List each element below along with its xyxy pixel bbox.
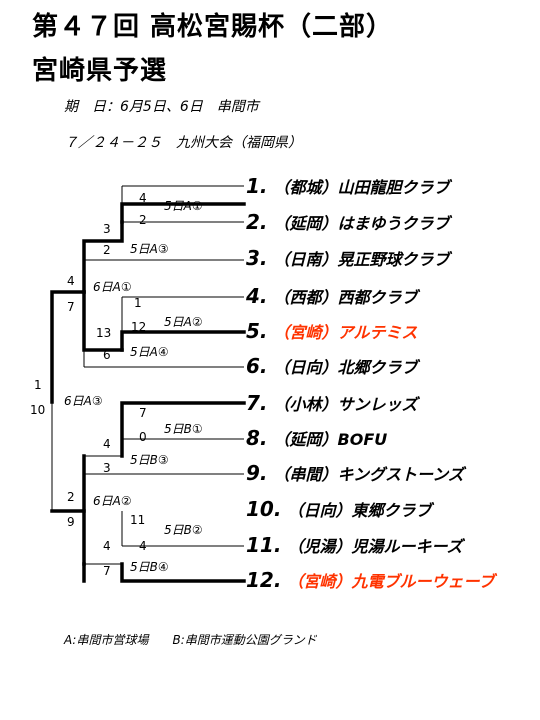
score-top: 4 bbox=[139, 191, 147, 205]
score-bottom: 6 bbox=[103, 348, 111, 362]
match-label: 5日A② bbox=[164, 315, 203, 329]
match-label: 5日B① bbox=[164, 422, 203, 436]
team-seed: 11. bbox=[246, 533, 282, 557]
score-top: 11 bbox=[130, 513, 146, 527]
team-name: （西都）西都クラブ bbox=[273, 288, 418, 307]
team-seed: 9. bbox=[246, 461, 268, 485]
team-name: （串間）キングストーンズ bbox=[273, 465, 464, 484]
team-row: 3. （日南）晃正野球クラブ bbox=[246, 246, 450, 270]
match-label: 6日A② bbox=[93, 494, 132, 508]
match-label: 5日B③ bbox=[130, 453, 169, 467]
team-seed: 10. bbox=[246, 497, 282, 521]
team-row: 8. （延岡）BOFU bbox=[246, 426, 387, 450]
team-name: （宮崎）九電ブルーウェーブ bbox=[287, 572, 495, 591]
match-label: 6日A① bbox=[93, 280, 132, 294]
score-bottom: 2 bbox=[103, 243, 111, 257]
score-bottom: 10 bbox=[30, 403, 46, 417]
team-seed: 12. bbox=[246, 568, 282, 592]
venue-legend: A:串間市営球場 B:串間市運動公園グランド bbox=[64, 633, 317, 647]
team-row: 2. （延岡）はまゆうクラブ bbox=[246, 210, 450, 234]
score-top: 2 bbox=[67, 490, 75, 504]
score-top: 4 bbox=[103, 437, 111, 451]
score-bottom: 2 bbox=[139, 213, 147, 227]
team-row: 7. （小林）サンレッズ bbox=[246, 391, 418, 415]
match-label: 5日B② bbox=[164, 523, 203, 537]
team-row: 12. （宮崎）九電ブルーウェーブ bbox=[246, 568, 494, 592]
team-name: （延岡）はまゆうクラブ bbox=[273, 214, 450, 233]
team-seed: 6. bbox=[246, 354, 268, 378]
team-row: 1. （都城）山田龍胆クラブ bbox=[246, 174, 450, 198]
score-top: 4 bbox=[67, 274, 75, 288]
team-seed: 2. bbox=[246, 210, 268, 234]
team-name: （小林）サンレッズ bbox=[273, 395, 418, 414]
team-seed: 7. bbox=[246, 391, 268, 415]
score-bottom: 12 bbox=[131, 320, 147, 334]
team-row: 11. （児湯）児湯ルーキーズ bbox=[246, 533, 463, 557]
page-subtitle: 宮崎県予選 bbox=[32, 56, 168, 86]
score-bottom: 4 bbox=[139, 539, 147, 553]
team-seed: 8. bbox=[246, 426, 268, 450]
score-top: 7 bbox=[139, 406, 147, 420]
team-name: （都城）山田龍胆クラブ bbox=[273, 178, 450, 197]
match-label: 5日B④ bbox=[130, 560, 169, 574]
score-top: 13 bbox=[96, 326, 112, 340]
kyushu-info: ７／２４－２５ 九州大会（福岡県） bbox=[64, 135, 302, 151]
team-row: 5. （宮崎）アルテミス bbox=[246, 319, 417, 343]
team-row: 6. （日向）北郷クラブ bbox=[246, 354, 418, 378]
score-bottom: 0 bbox=[139, 430, 147, 444]
score-bottom: 7 bbox=[67, 300, 75, 314]
team-name: （児湯）児湯ルーキーズ bbox=[287, 537, 463, 556]
team-name: （日向）北郷クラブ bbox=[273, 358, 418, 377]
score-bottom: 9 bbox=[67, 515, 75, 529]
team-seed: 4. bbox=[246, 284, 268, 308]
page-title: 第４７回 高松宮賜杯（二部） bbox=[32, 12, 394, 42]
score-top: 1 bbox=[34, 378, 42, 392]
score-bottom: 3 bbox=[103, 461, 111, 475]
team-row: 9. （串間）キングストーンズ bbox=[246, 461, 464, 485]
team-name: （延岡）BOFU bbox=[273, 430, 388, 449]
score-top: 3 bbox=[103, 222, 111, 236]
team-seed: 3. bbox=[246, 246, 268, 270]
match-label: 5日A③ bbox=[130, 242, 169, 256]
team-seed: 5. bbox=[246, 319, 268, 343]
team-row: 4. （西都）西都クラブ bbox=[246, 284, 418, 308]
score-top: 1 bbox=[134, 296, 142, 310]
team-row: 10. （日向）東郷クラブ bbox=[246, 497, 431, 521]
match-label: 5日A① bbox=[164, 199, 203, 213]
team-name: （日南）晃正野球クラブ bbox=[273, 250, 450, 269]
match-label: 5日A④ bbox=[130, 345, 169, 359]
dates-info: 期 日：6月5日、6日 串間市 bbox=[64, 99, 259, 115]
team-seed: 1. bbox=[246, 174, 268, 198]
team-name: （日向）東郷クラブ bbox=[287, 501, 432, 520]
team-name: （宮崎）アルテミス bbox=[273, 323, 418, 342]
score-bottom: 7 bbox=[103, 564, 111, 578]
match-label: 6日A③ bbox=[64, 394, 103, 408]
score-top: 4 bbox=[103, 539, 111, 553]
